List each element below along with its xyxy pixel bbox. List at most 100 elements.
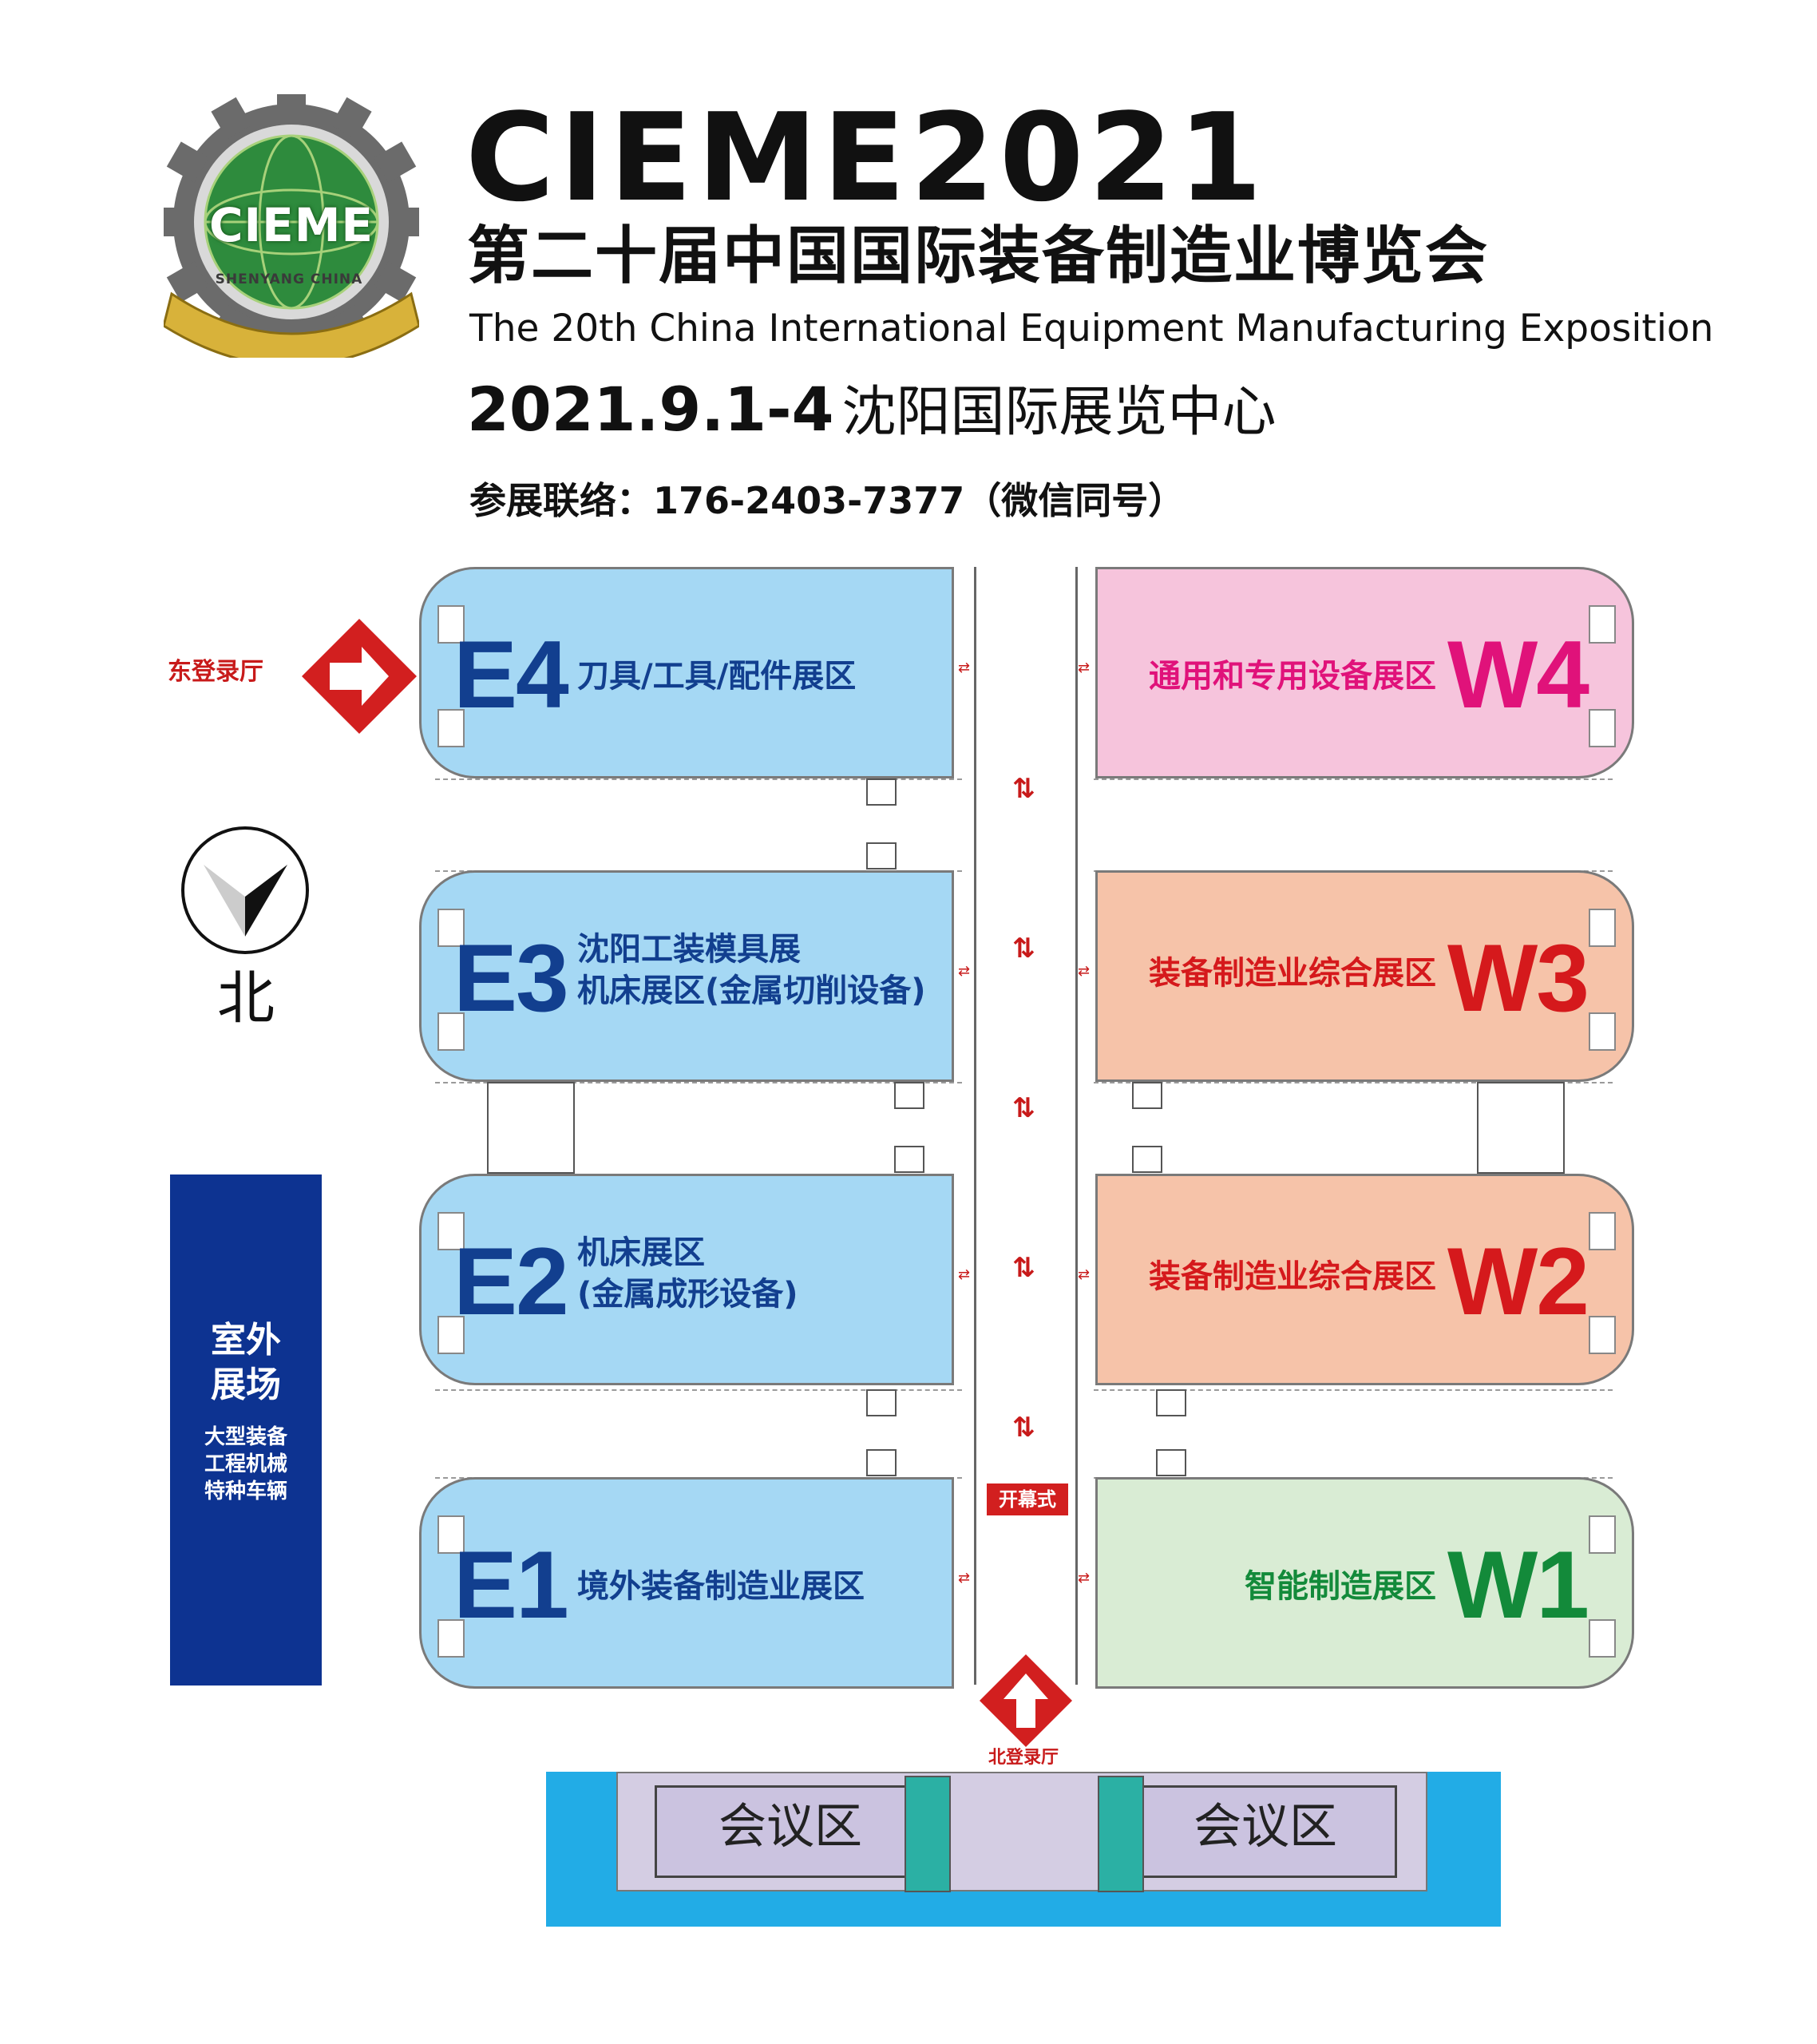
hall-label: 通用和专用设备展区 [1149,658,1436,695]
escalator-icon: ⇅ [1012,933,1035,965]
outdoor-item: 大型装备 [204,1425,287,1449]
entrance-arrow-icon: ⇄ [1078,963,1091,980]
hall-door [1589,709,1616,747]
hall-e4[interactable]: E4 刀具/工具/配件展区 [419,567,954,778]
hall-door [437,1619,465,1658]
conference-area-label: 会议区 [1194,1799,1337,1855]
north-entrance-arrow-icon [980,1654,1072,1747]
logo-subtitle: SHENYANG CHINA [215,271,363,287]
corridor-divider [435,1082,962,1083]
hall-e1[interactable]: E1 境外装备制造业展区 [419,1477,954,1689]
hall-door [1589,605,1616,644]
opening-ceremony-marker: 开幕式 [987,1483,1068,1515]
restroom-icon [1132,1146,1162,1173]
entrance-arrow-icon: ⇄ [958,963,971,980]
hall-door [437,605,465,644]
corridor-divider [435,778,962,780]
conference-area-label: 会议区 [718,1799,862,1855]
central-corridor [974,567,1078,1685]
escalator-icon: ⇅ [1012,1252,1035,1284]
hall-code: E4 [453,621,569,728]
conference-room-right[interactable] [1134,1785,1397,1878]
east-entrance-label: 东登录厅 [168,658,263,686]
hall-door [1589,1316,1616,1354]
outdoor-title: 室外 展场 [170,1318,322,1408]
entrance-arrow-icon: ⇄ [958,1266,971,1283]
escalator-icon: ⇅ [1012,773,1035,805]
hall-door [437,1212,465,1250]
restroom-icon [866,778,897,806]
hall-e2[interactable]: E2 机床展区 (金属成形设备) [419,1174,954,1385]
outdoor-item: 工程机械 [204,1452,287,1476]
hall-label: 装备制造业综合展区 [1149,1258,1436,1295]
chinese-title: 第二十届中国国际装备制造业博览会 [467,220,1490,292]
compass-north-label: 北 [217,965,275,1032]
conference-stair [905,1776,951,1892]
hall-e3[interactable]: E3 沈阳工装模具展 机床展区(金属切削设备) [419,870,954,1082]
entrance-arrow-icon: ⇄ [958,660,971,676]
entrance-arrow-icon: ⇄ [1078,1266,1091,1283]
hall-label: 境外装备制造业展区 [577,1568,865,1605]
contact-info: 参展联络：176-2403-7377（微信同号） [469,479,1186,522]
restroom-icon [1132,1082,1162,1109]
corridor-divider [1094,1082,1613,1083]
hall-code: W2 [1447,1228,1589,1335]
hall-label: 智能制造展区 [1245,1568,1436,1605]
hall-label-line2: (金属成形设备) [577,1276,798,1313]
hall-door [437,709,465,747]
corridor-divider [1094,1389,1613,1391]
english-title: The 20th China International Equipment M… [469,307,1714,351]
restroom-icon [866,1449,897,1476]
outdoor-title-line2: 展场 [211,1365,281,1405]
hall-door [1589,1619,1616,1658]
cieme-logo [164,94,419,358]
hall-label-line1: 机床展区 [577,1234,705,1271]
north-compass-icon [181,826,309,954]
hall-code: W3 [1447,925,1589,1032]
connector-block [487,1082,575,1174]
hall-door [437,1515,465,1554]
event-date: 2021.9.1-4 [467,374,834,445]
hall-door [437,1316,465,1354]
hall-door [1589,1515,1616,1554]
restroom-icon [894,1082,924,1109]
conference-room-left[interactable] [655,1785,918,1878]
hall-w2[interactable]: 装备制造业综合展区 W2 [1095,1174,1634,1385]
hall-label: 刀具/工具/配件展区 [577,658,857,695]
east-entrance-arrow-icon [302,619,417,734]
hall-door [437,1012,465,1051]
restroom-icon [1156,1389,1186,1416]
hall-door [1589,909,1616,947]
north-entrance-label: 北登录厅 [988,1748,1059,1768]
outdoor-exhibition-area: 室外 展场 大型装备 工程机械 特种车辆 [170,1175,322,1686]
logo-wordmark: CIEME [208,198,374,252]
corridor-divider [435,1389,962,1391]
page-title: CIEME2021 [465,87,1268,228]
hall-w4[interactable]: 通用和专用设备展区 W4 [1095,567,1634,778]
hall-code: E2 [453,1228,569,1335]
outdoor-title-line1: 室外 [211,1320,281,1361]
hall-w1[interactable]: 智能制造展区 W1 [1095,1477,1634,1689]
outdoor-item: 特种车辆 [204,1480,287,1503]
hall-label: 装备制造业综合展区 [1149,955,1436,992]
entrance-arrow-icon: ⇄ [1078,660,1091,676]
hall-w3[interactable]: 装备制造业综合展区 W3 [1095,870,1634,1082]
conference-stair [1098,1776,1144,1892]
hall-door [1589,1212,1616,1250]
hall-code: W4 [1447,621,1589,728]
hall-code: W1 [1447,1531,1589,1638]
hall-code: E3 [453,925,569,1032]
restroom-icon [866,842,897,869]
hall-code: E1 [453,1531,569,1638]
entrance-arrow-icon: ⇄ [1078,1570,1091,1586]
event-venue: 沈阳国际展览中心 [841,381,1277,444]
hall-door [1589,1012,1616,1051]
hall-door [437,909,465,947]
escalator-icon: ⇅ [1012,1412,1035,1444]
hall-label-line1: 沈阳工装模具展 [577,931,801,968]
restroom-icon [1156,1449,1186,1476]
connector-block [1477,1082,1565,1174]
entrance-arrow-icon: ⇄ [958,1570,971,1586]
restroom-icon [894,1146,924,1173]
